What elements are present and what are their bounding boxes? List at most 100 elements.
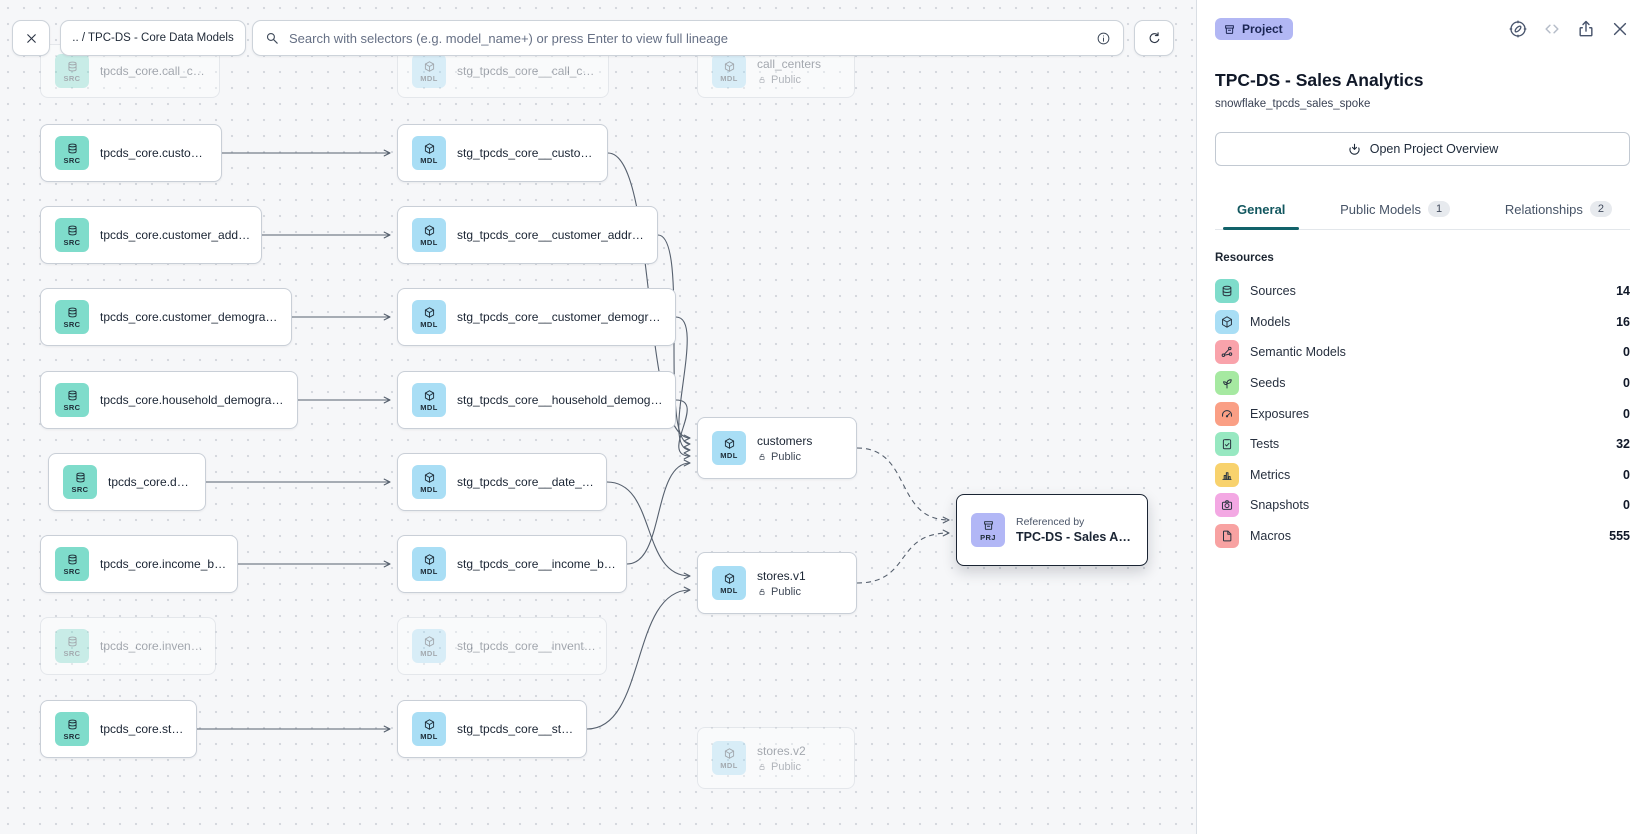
node-text: stores.v1Public (757, 569, 816, 598)
resource-row-sources[interactable]: Sources14 (1215, 276, 1630, 307)
close-icon (24, 31, 39, 46)
node-label: stg_tpcds_core__inventory (457, 639, 596, 653)
node-badge-label: MDL (420, 649, 437, 658)
cube-icon (423, 553, 436, 566)
node-badge-label: SRC (71, 485, 88, 494)
node-badge-label: MDL (420, 567, 437, 576)
node-label: stores.v2 (757, 744, 806, 758)
node-label: tpcds_core.date_dim (108, 475, 195, 489)
lineage-node-mdl-stores-v2[interactable]: MDLstores.v2Public (697, 727, 855, 789)
node-badge-label: MDL (420, 485, 437, 494)
resource-row-metrics[interactable]: Metrics0 (1215, 460, 1630, 491)
lineage-node-src-customer[interactable]: SRCtpcds_core.customer (40, 124, 222, 182)
node-badge-mdl: MDL (412, 629, 446, 663)
node-text: tpcds_core.customer_demographics (100, 310, 291, 324)
lineage-node-src-customer-demographics[interactable]: SRCtpcds_core.customer_demographics (40, 288, 292, 346)
resource-label: Exposures (1250, 407, 1612, 421)
resource-count: 14 (1616, 284, 1630, 298)
resource-label: Metrics (1250, 468, 1612, 482)
node-badge-label: MDL (420, 238, 437, 247)
node-badge-src: SRC (55, 712, 89, 746)
lineage-node-mdl-household-demographics[interactable]: MDL stg_tpcds_core__household_demogr… (397, 371, 676, 429)
node-badge-src: SRC (55, 218, 89, 252)
lineage-node-mdl-stores-v1[interactable]: MDL stores.v1Public (697, 552, 857, 614)
lineage-node-mdl-inventory[interactable]: MDL stg_tpcds_core__inventory (397, 617, 607, 675)
node-label: stores.v1 (757, 569, 806, 583)
lineage-node-mdl-income-band[interactable]: MDLstg_tpcds_core__income_band (397, 535, 627, 593)
cube-icon (423, 142, 436, 155)
resource-count: 16 (1616, 315, 1630, 329)
refresh-button[interactable] (1134, 20, 1174, 56)
lineage-node-src-store[interactable]: SRC tpcds_core.store (40, 700, 197, 758)
code-button[interactable] (1542, 19, 1562, 39)
project-type-badge-label: Project (1242, 22, 1283, 36)
share-button[interactable] (1576, 19, 1596, 39)
resource-icon-wrap (1215, 402, 1239, 426)
node-public-tag: Public (757, 74, 821, 86)
node-text: stg_tpcds_core__store (457, 722, 586, 736)
node-label: tpcds_core.store (100, 722, 186, 736)
lineage-node-mdl-customer-demographics[interactable]: MDLstg_tpcds_core__customer_demogra… (397, 288, 676, 346)
lineage-node-src-customer-address[interactable]: SRCtpcds_core.customer_address (40, 206, 262, 264)
search-icon (265, 31, 280, 46)
tab-label: General (1237, 202, 1285, 217)
metric-icon (1220, 468, 1234, 482)
resource-icon-wrap (1215, 432, 1239, 456)
node-public-tag: Public (757, 451, 812, 463)
lineage-node-mdl-customer-address[interactable]: MDLstg_tpcds_core__customer_address (397, 206, 658, 264)
cube-icon (423, 306, 436, 319)
tab-relationships[interactable]: Relationships2 (1491, 192, 1626, 229)
open-project-overview-button[interactable]: Open Project Overview (1215, 132, 1630, 166)
lineage-node-mdl-store[interactable]: MDLstg_tpcds_core__store (397, 700, 587, 758)
lineage-canvas[interactable]: SRCtpcds_core.call_centerMDLstg_tpcds_co… (0, 0, 1196, 834)
node-badge-label: MDL (420, 403, 437, 412)
resource-row-seeds[interactable]: Seeds0 (1215, 368, 1630, 399)
resource-row-tests[interactable]: Tests32 (1215, 429, 1630, 460)
node-text: stg_tpcds_core__household_demogr… (457, 393, 675, 407)
lineage-node-mdl-customer[interactable]: MDLstg_tpcds_core__customer (397, 124, 608, 182)
node-label: tpcds_core.call_center (100, 64, 209, 78)
node-label: TPC-DS - Sales Analytics (1016, 530, 1137, 544)
tab-label: Public Models (1340, 202, 1421, 217)
lineage-node-src-date-dim[interactable]: SRC tpcds_core.date_dim (48, 453, 206, 511)
resource-icon-wrap (1215, 310, 1239, 334)
tab-public-models[interactable]: Public Models1 (1326, 192, 1464, 229)
node-badge-src: SRC (55, 54, 89, 88)
close-icon (1610, 19, 1630, 39)
tab-general[interactable]: General (1223, 193, 1299, 229)
lineage-node-src-household-demographics[interactable]: SRCtpcds_core.household_demographics (40, 371, 298, 429)
breadcrumb[interactable]: .. / TPC-DS - Core Data Models (60, 20, 246, 56)
cube-icon (723, 437, 736, 450)
cube-icon (723, 747, 736, 760)
close-lineage-button[interactable] (12, 20, 50, 56)
node-public-label: Public (771, 761, 801, 773)
close-panel-button[interactable] (1610, 19, 1630, 39)
resource-row-exposures[interactable]: Exposures0 (1215, 398, 1630, 429)
database-icon (66, 142, 79, 155)
resource-row-snapshots[interactable]: Snapshots0 (1215, 490, 1630, 521)
node-badge-label: MDL (720, 586, 737, 595)
node-public-label: Public (771, 586, 801, 598)
node-badge-label: SRC (63, 403, 80, 412)
cube-icon (423, 635, 436, 648)
node-text: customersPublic (757, 434, 822, 463)
resource-row-semantic-models[interactable]: Semantic Models0 (1215, 337, 1630, 368)
cube-icon (1220, 315, 1234, 329)
node-pretitle: Referenced by (1016, 516, 1137, 528)
lineage-node-src-income-band[interactable]: SRCtpcds_core.income_band (40, 535, 238, 593)
resource-row-macros[interactable]: Macros555 (1215, 521, 1630, 552)
cube-icon (423, 389, 436, 402)
lineage-node-mdl-date-dim[interactable]: MDLstg_tpcds_core__date_dim (397, 453, 607, 511)
lineage-node-prj-sales[interactable]: PRJReferenced byTPC-DS - Sales Analytics (956, 494, 1148, 566)
node-public-label: Public (771, 451, 801, 463)
lineage-node-mdl-customers[interactable]: MDLcustomersPublic (697, 417, 857, 479)
node-badge-src: SRC (55, 547, 89, 581)
info-icon[interactable] (1096, 31, 1111, 46)
node-text: Referenced by TPC-DS - Sales Analytics (1016, 516, 1147, 544)
explore-compass-button[interactable] (1508, 19, 1528, 39)
search-input[interactable] (289, 31, 1087, 46)
node-text: stg_tpcds_core__inventory (457, 639, 606, 653)
resource-row-models[interactable]: Models16 (1215, 307, 1630, 338)
node-badge-mdl: MDL (412, 465, 446, 499)
lineage-node-src-inventory[interactable]: SRCtpcds_core.inventory (40, 617, 216, 675)
